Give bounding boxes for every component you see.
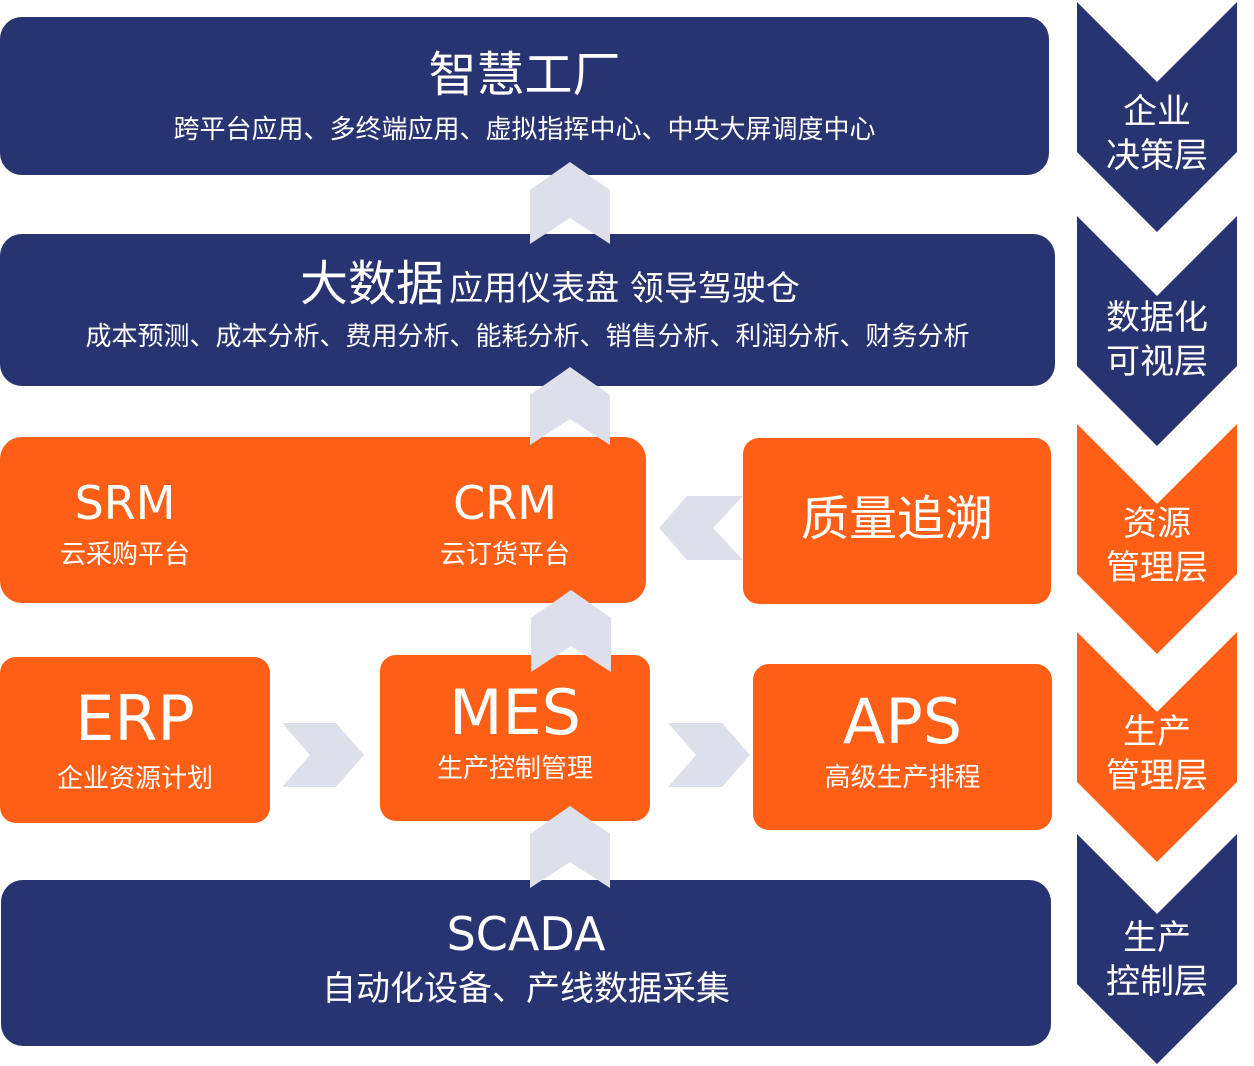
crm-subtitle: 云订货平台 [439,540,570,570]
layer-label-line1: 生产 [1123,712,1191,752]
arrow-right-icon [282,723,364,787]
mes-block: MES 生产控制管理 [380,655,650,821]
layer-label-line1: 企业 [1123,92,1191,132]
layer-label-line2: 控制层 [1106,962,1208,1002]
crm-title: CRM [453,476,557,530]
layer-label-line2: 管理层 [1106,548,1208,588]
smart-factory-subtitle: 跨平台应用、多终端应用、虚拟指挥中心、中央大屏调度中心 [173,115,876,145]
arrow-left-icon [659,496,743,560]
big-data-title: 大数据 应用仪表盘 领导驾驶仓 [190,254,1055,325]
big-data-block: 大数据 应用仪表盘 领导驾驶仓 成本预测、成本分析、费用分析、能耗分析、销售分析… [0,234,1055,386]
big-data-title-main: 大数据 [300,256,445,312]
arrow-up-icon [531,590,611,672]
crm-group: CRM 云订货平台 [380,475,630,573]
srm-group: SRM 云采购平台 [0,475,250,573]
scada-title: SCADA [446,907,606,961]
erp-title: ERP [75,682,195,755]
mes-subtitle: 生产控制管理 [436,754,593,784]
layer-chevron-resource: 资源 管理层 [1077,424,1237,654]
layer-label-line2: 管理层 [1106,756,1208,796]
smart-factory-title: 智慧工厂 [428,47,621,103]
scada-block: SCADA 自动化设备、产线数据采集 [1,880,1051,1046]
layer-label-line1: 数据化 [1106,298,1208,338]
aps-title: APS [842,685,963,758]
aps-block: APS 高级生产排程 [753,664,1052,830]
erp-block: ERP 企业资源计划 [0,657,270,823]
layer-chevron-production-control: 生产 控制层 [1077,834,1237,1064]
srm-subtitle: 云采购平台 [59,540,190,570]
arrow-up-icon [530,806,610,888]
srm-title: SRM [74,476,176,530]
big-data-title-rest: 应用仪表盘 领导驾驶仓 [449,269,800,309]
srm-crm-block: SRM 云采购平台 CRM 云订货平台 [0,437,646,603]
quality-trace-title: 质量追溯 [800,491,993,547]
arrow-up-icon [530,162,610,244]
layer-chevron-visualization: 数据化 可视层 [1077,216,1237,446]
aps-subtitle: 高级生产排程 [824,763,981,793]
smart-factory-block: 智慧工厂 跨平台应用、多终端应用、虚拟指挥中心、中央大屏调度中心 [0,17,1049,175]
layer-label-line1: 资源 [1123,504,1191,544]
layer-chevron-decision: 企业 决策层 [1077,2,1237,232]
layer-label-line2: 可视层 [1106,342,1208,382]
layer-chevron-production-mgmt: 生产 管理层 [1077,632,1237,862]
erp-subtitle: 企业资源计划 [56,764,213,794]
scada-subtitle: 自动化设备、产线数据采集 [322,969,730,1009]
mes-title: MES [448,676,582,749]
big-data-subtitle: 成本预测、成本分析、费用分析、能耗分析、销售分析、利润分析、财务分析 [85,322,970,352]
arrow-right-icon [668,723,750,787]
arrow-up-icon [530,367,610,445]
quality-trace-block: 质量追溯 [743,438,1051,604]
layer-label-line1: 生产 [1123,918,1191,958]
layer-label-line2: 决策层 [1106,136,1208,176]
